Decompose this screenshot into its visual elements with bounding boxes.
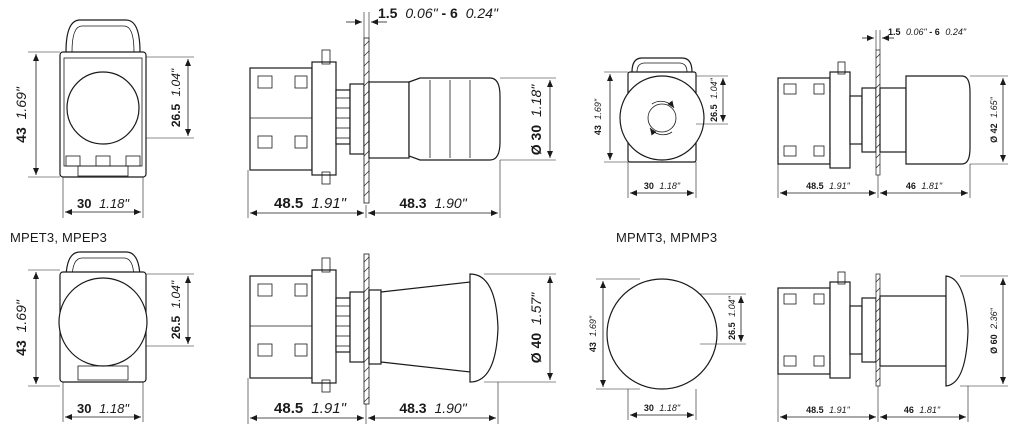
- view-side-bottom-right: Ø 60 2.36" 48.5 1.91" 46 1.81": [777, 271, 1008, 422]
- view-side-bottom: Ø 40 1.57" 48.5 1.91" 48.3 1.90": [247, 253, 556, 424]
- r4-side-head-mm: 46: [904, 405, 914, 415]
- r3-side-dia-in: 1.65": [989, 96, 999, 118]
- r3-side-body-in: 1.91": [829, 181, 851, 191]
- r3-side-dia-mm: Ø 42: [989, 123, 999, 143]
- r4-side-dia-in: 2.36": [989, 307, 999, 330]
- r3-side-panel-in: 0.06": [906, 27, 928, 37]
- r2-front-w-in: 1.18": [99, 401, 130, 416]
- r1-front-h-mm: 43: [13, 127, 29, 143]
- r4-side-body-in: 1.91": [829, 405, 851, 415]
- r1-front-h2-mm: 26.5: [169, 103, 183, 127]
- r3-side-head-in: 1.81": [921, 181, 943, 191]
- svg-text:1.5 0.06" -: 1.5 0.06" - 6 0.24": [888, 27, 967, 37]
- r1-side-panel2-in: 0.24": [466, 5, 499, 21]
- svg-text:30 1.18": 30 1.18": [77, 196, 130, 211]
- r3-side-sep: -: [929, 27, 932, 37]
- r1-side-panel-in: 0.06": [405, 5, 438, 21]
- svg-text:46 1.81": 46 1.81": [904, 405, 941, 415]
- svg-text:26.5 1.04": 26.5 1.04": [169, 280, 183, 339]
- view-front-top-left: 43 1.69" 26.5 1.04" 30 1.18": [13, 19, 194, 218]
- r1-side-panel-mm: 1.5: [378, 5, 398, 21]
- svg-text:48.5 1.91": 48.5 1.91": [274, 195, 347, 212]
- r1-front-h2-in: 1.04": [169, 68, 183, 96]
- r4-front-w-in: 1.18": [659, 403, 681, 413]
- svg-text:1.5 0.06" -: 1.5 0.06" - 6 0.24": [378, 5, 499, 21]
- view-side-top: 1.5 0.06" - 6 0.24" Ø 30 1.18" 48.5 1.91…: [247, 5, 556, 218]
- view-front-bottom-right: 43 1.69" 26.5 1.04" 30 1.18": [588, 278, 746, 420]
- svg-text:30 1.18": 30 1.18": [644, 403, 681, 413]
- svg-text:48.5 1.91": 48.5 1.91": [274, 400, 347, 417]
- r3-side-panel2-in: 0.24": [945, 27, 967, 37]
- r1-side-head-mm: 48.3: [399, 195, 426, 211]
- r2-side-body-in: 1.91": [311, 400, 346, 417]
- r1-side-panel2-mm: 6: [450, 5, 458, 21]
- svg-text:48.5 1.91": 48.5 1.91": [806, 405, 851, 415]
- r1-front-h-in: 1.69": [13, 86, 29, 119]
- r4-side-head-in: 1.81": [919, 405, 941, 415]
- r2-front-w-mm: 30: [77, 401, 91, 416]
- caption-mpmt3-mpmp3: MPMT3, MPMP3: [616, 230, 717, 245]
- r4-side-body-mm: 48.5: [806, 405, 824, 415]
- r3-side-panel2-mm: 6: [935, 27, 940, 37]
- r2-side-head-in: 1.90": [434, 400, 467, 416]
- svg-text:Ø 30 1.18": Ø 30 1.18": [528, 84, 544, 155]
- r2-front-h2-in: 1.04": [169, 280, 183, 308]
- svg-text:43 1.69": 43 1.69": [593, 98, 603, 135]
- r2-front-h-mm: 43: [13, 340, 29, 356]
- r4-front-h-in: 1.69": [588, 315, 598, 337]
- r3-front-h-in: 1.69": [593, 98, 603, 120]
- svg-text:43 1.69": 43 1.69": [13, 86, 29, 143]
- view-front-bottom-left: 43 1.69" 26.5 1.04" 30 1.18": [13, 251, 194, 422]
- r2-front-h2-mm: 26.5: [169, 315, 183, 339]
- r2-front-h-in: 1.69": [13, 299, 29, 332]
- svg-text:48.5 1.91": 48.5 1.91": [806, 181, 851, 191]
- svg-text:Ø 60 2.36": Ø 60 2.36": [989, 307, 999, 354]
- r1-front-w-mm: 30: [77, 196, 91, 211]
- r3-side-body-mm: 48.5: [806, 181, 824, 191]
- r1-front-w-in: 1.18": [99, 196, 130, 211]
- svg-text:26.5 1.04": 26.5 1.04": [169, 68, 183, 127]
- r4-front-h-mm: 43: [588, 342, 598, 352]
- r3-front-h2-in: 1.04": [709, 77, 719, 99]
- r1-side-sep: -: [441, 5, 450, 21]
- view-side-top-right: 1.5 0.06" - 6 0.24" Ø 42 1.65" 48.5 1.91…: [777, 27, 1008, 198]
- svg-text:46 1.81": 46 1.81": [906, 181, 943, 191]
- r2-side-body-mm: 48.5: [274, 400, 303, 417]
- r3-side-head-mm: 46: [906, 181, 916, 191]
- r2-side-dia-in: 1.57": [528, 292, 544, 325]
- svg-text:48.3 1.90": 48.3 1.90": [399, 400, 467, 416]
- r3-front-w-in: 1.18": [659, 181, 681, 191]
- svg-text:43 1.69": 43 1.69": [588, 315, 598, 352]
- svg-text:Ø 42 1.65": Ø 42 1.65": [989, 96, 999, 143]
- svg-text:Ø 40 1.57": Ø 40 1.57": [528, 292, 544, 363]
- r2-side-head-mm: 48.3: [399, 400, 426, 416]
- r1-side-head-in: 1.90": [434, 195, 467, 211]
- r4-front-w-mm: 30: [644, 403, 654, 413]
- svg-text:26.5 1.04": 26.5 1.04": [727, 295, 737, 340]
- r1-side-body-in: 1.91": [311, 195, 346, 212]
- svg-text:30 1.18": 30 1.18": [644, 181, 681, 191]
- r1-side-dia-mm: Ø 30: [528, 125, 544, 156]
- svg-text:26.5 1.04": 26.5 1.04": [709, 77, 719, 122]
- svg-text:48.3 1.90": 48.3 1.90": [399, 195, 467, 211]
- r3-front-w-mm: 30: [644, 181, 654, 191]
- svg-text:30 1.18": 30 1.18": [77, 401, 130, 416]
- caption-mpet3-mpep3: MPET3, MPEP3: [10, 230, 107, 245]
- r1-side-dia-in: 1.18": [528, 84, 544, 117]
- r3-front-h-mm: 43: [593, 125, 603, 135]
- r1-side-body-mm: 48.5: [274, 195, 303, 212]
- r4-front-h2-mm: 26.5: [727, 322, 737, 340]
- r3-front-h2-mm: 26.5: [709, 104, 719, 122]
- r2-side-dia-mm: Ø 40: [528, 333, 544, 364]
- r3-side-panel-mm: 1.5: [888, 27, 901, 37]
- r4-side-dia-mm: Ø 60: [989, 334, 999, 354]
- view-front-top-right: 43 1.69" 26.5 1.04" 30 1.18": [593, 57, 728, 198]
- svg-text:43 1.69": 43 1.69": [13, 299, 29, 356]
- r4-front-h2-in: 1.04": [727, 295, 737, 317]
